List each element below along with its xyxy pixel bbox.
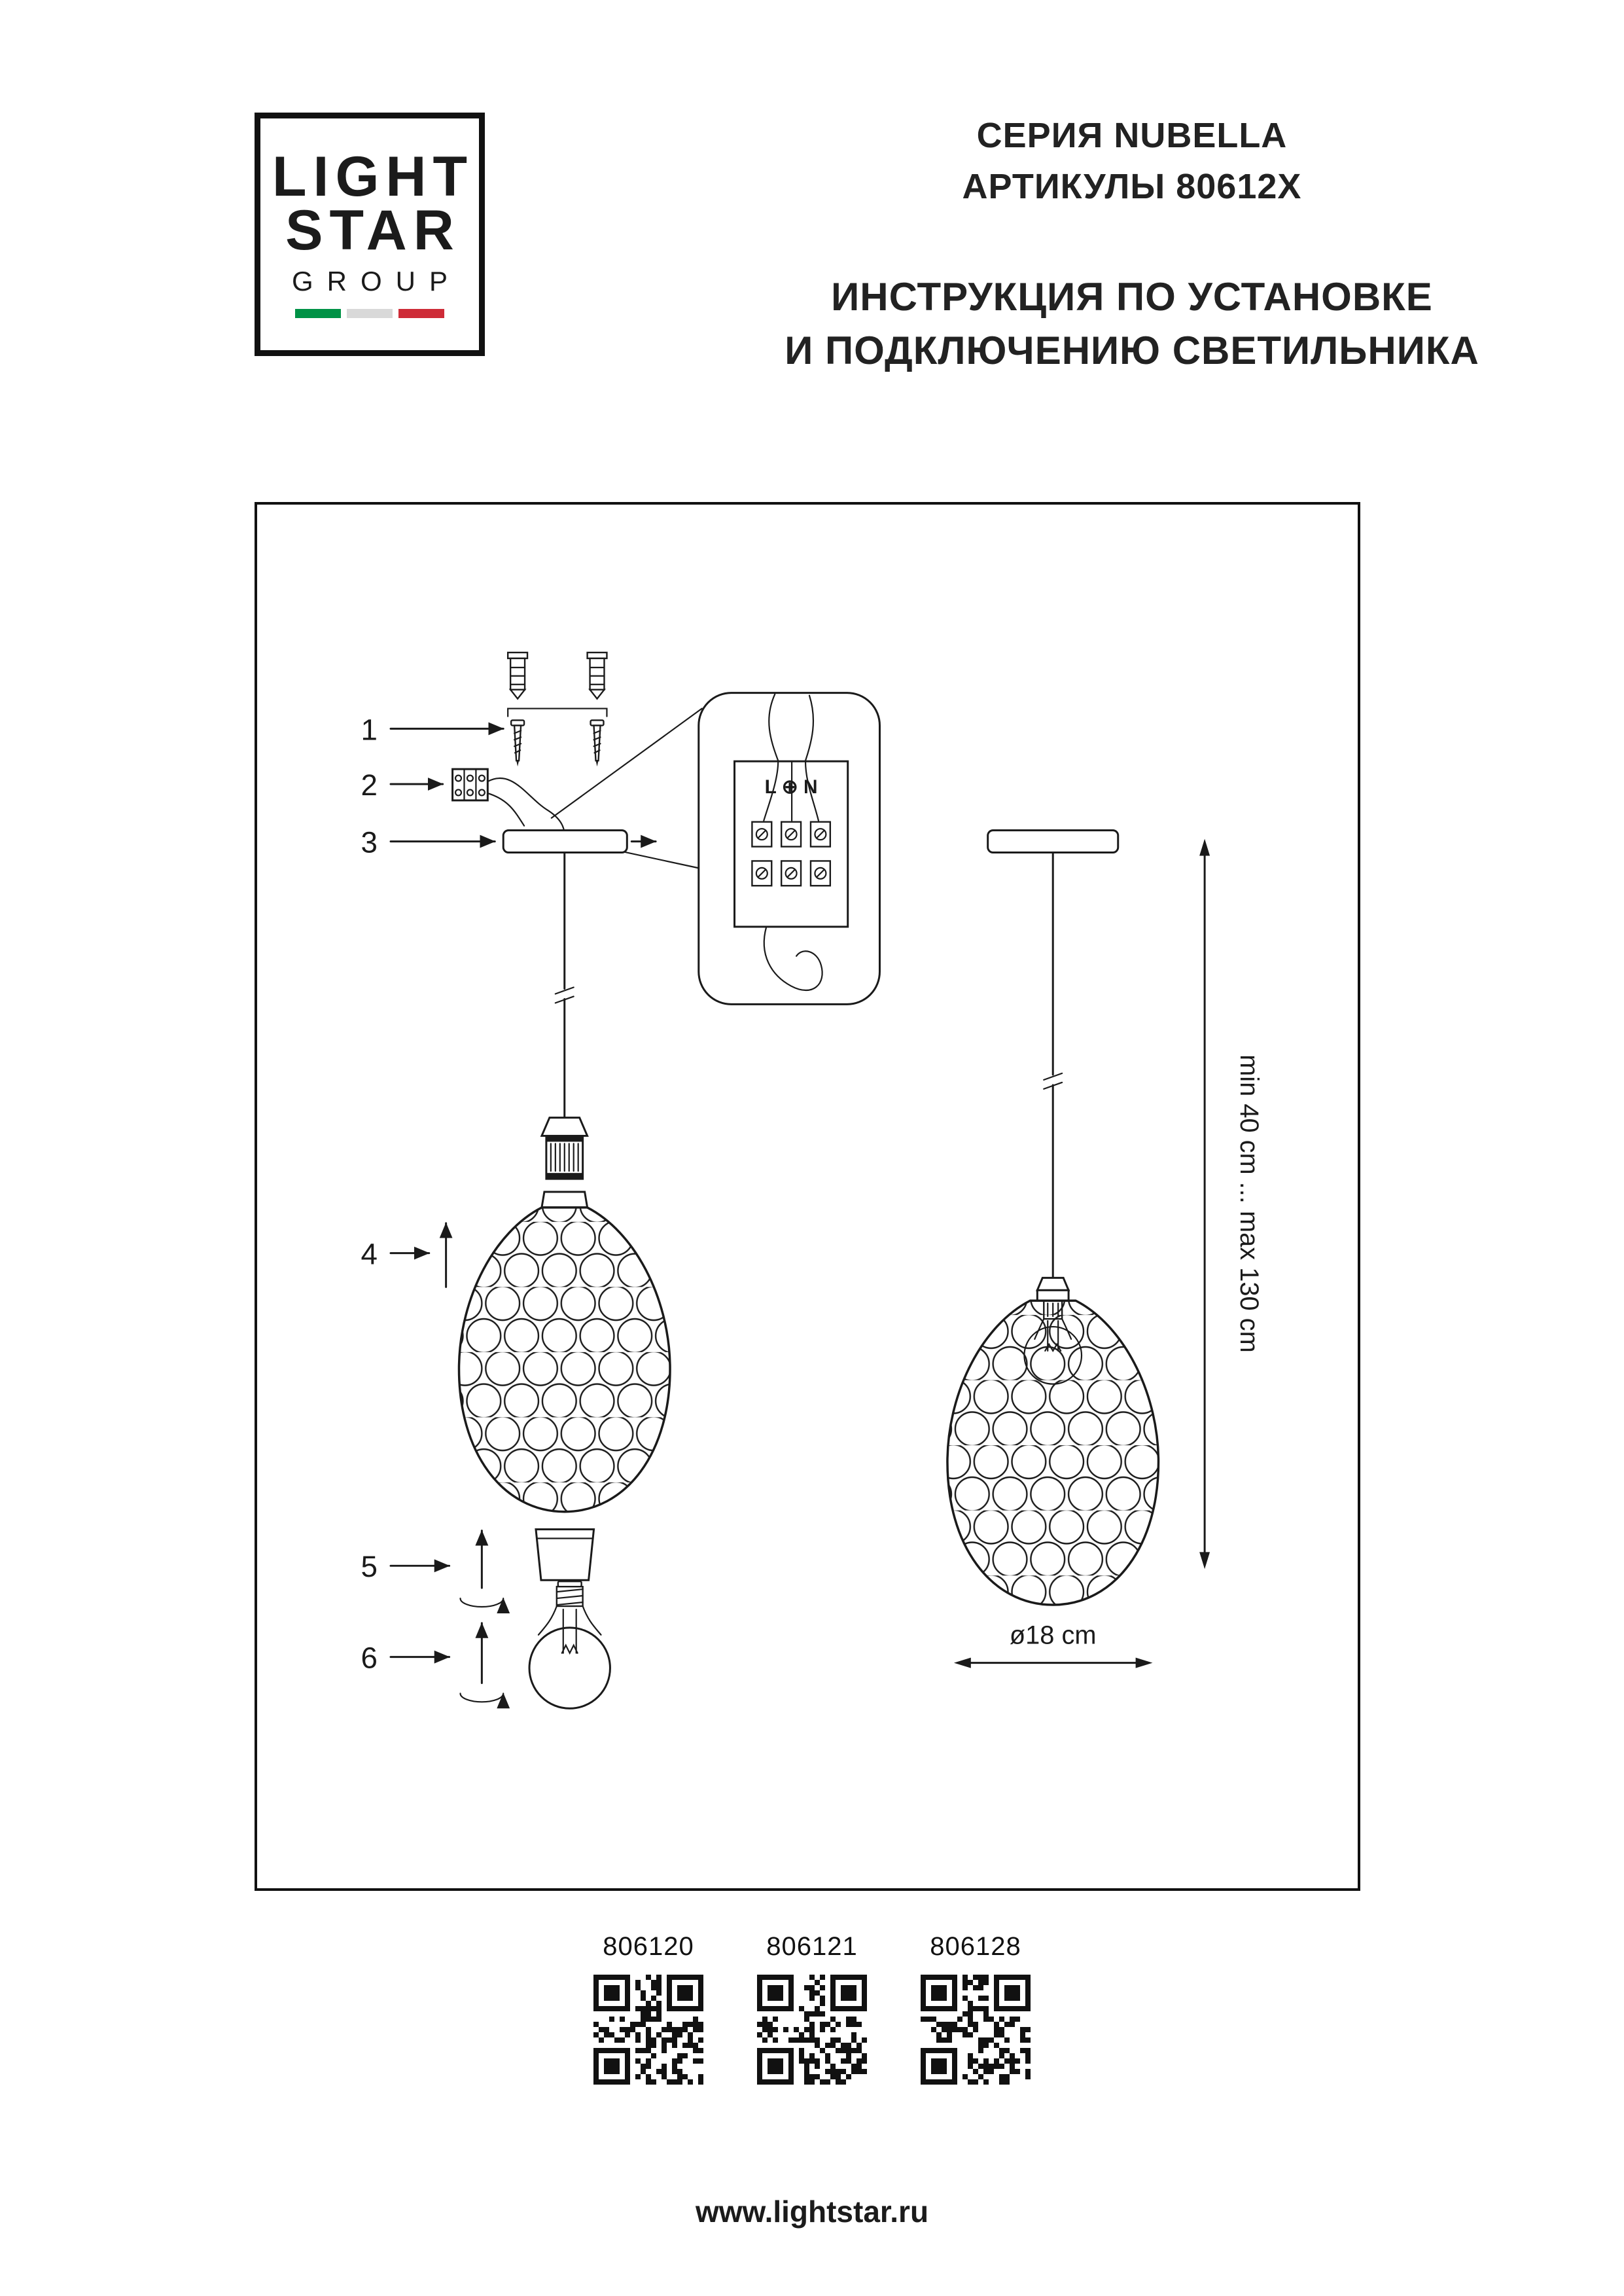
logo-flag bbox=[295, 308, 444, 318]
qr-item: 806128 bbox=[921, 1932, 1031, 2085]
logo-word-light: LIGHT bbox=[272, 145, 474, 209]
cable-break-mark bbox=[554, 986, 574, 1004]
qr-article-number: 806128 bbox=[930, 1932, 1021, 1961]
anchor-spacing-bracket bbox=[507, 708, 608, 717]
bulb-rotate-arrow bbox=[459, 1693, 510, 1709]
step-3-number: 3 bbox=[361, 825, 377, 859]
dimension-horizontal: ø18 cm bbox=[953, 1621, 1153, 1668]
step-2-number: 2 bbox=[361, 768, 377, 802]
shade-glass bbox=[457, 1206, 671, 1513]
suspension-cable bbox=[554, 852, 574, 1119]
callout-wires-top bbox=[768, 693, 815, 762]
dimension-vertical-label: min 40 cm ... max 130 cm bbox=[1235, 1054, 1263, 1353]
step-4-number: 4 bbox=[361, 1238, 377, 1271]
instruction-title: ИНСТРУКЦИЯ ПО УСТАНОВКЕ И ПОДКЛЮЧЕНИЮ СВ… bbox=[667, 270, 1597, 379]
instruction-title-line2: И ПОДКЛЮЧЕНИЮ СВЕТИЛЬНИКА bbox=[785, 329, 1479, 373]
ring-rotate-arrow bbox=[459, 1597, 510, 1614]
logo-word-star: STAR bbox=[285, 199, 461, 262]
qr-code bbox=[593, 1975, 703, 2085]
flag-red-segment bbox=[398, 308, 444, 318]
series-name: СЕРИЯ NUBELLA bbox=[976, 116, 1288, 155]
bulb-icon bbox=[459, 1581, 611, 1710]
lightstar-logo: LIGHT STAR GROUP bbox=[255, 113, 485, 356]
retaining-ring-icon bbox=[459, 1528, 595, 1614]
footer-url: www.lightstar.ru bbox=[695, 2195, 929, 2229]
assembled-collar bbox=[1036, 1289, 1070, 1302]
qr-item: 806120 bbox=[593, 1932, 703, 2085]
mains-wire-2 bbox=[487, 792, 525, 827]
qr-code bbox=[921, 1975, 1031, 2085]
assembled-cable-break bbox=[1043, 1072, 1063, 1090]
articles-line: АРТИКУЛЫ 80612X bbox=[962, 167, 1302, 207]
header: СЕРИЯ NUBELLA АРТИКУЛЫ 80612X ИНСТРУКЦИЯ… bbox=[667, 110, 1597, 378]
step-6-number: 6 bbox=[361, 1641, 377, 1675]
shade-collar bbox=[540, 1191, 589, 1209]
assembled-lamp bbox=[946, 829, 1160, 1606]
ceiling-canopy-icon bbox=[502, 829, 657, 853]
qr-article-number: 806121 bbox=[766, 1932, 858, 1961]
assembled-canopy bbox=[987, 829, 1120, 853]
logo-word-group: GROUP bbox=[291, 265, 461, 296]
flag-green-segment bbox=[295, 308, 341, 318]
assembled-flare bbox=[1036, 1276, 1070, 1291]
screws-icon bbox=[510, 719, 605, 767]
step-1-number: 1 bbox=[361, 713, 377, 746]
step-5-number: 5 bbox=[361, 1550, 377, 1583]
dimension-horizontal-label: ø18 cm bbox=[1010, 1621, 1097, 1650]
qr-item: 806121 bbox=[757, 1932, 867, 2085]
callout-wire-bottom bbox=[763, 925, 823, 991]
assembled-shade-glass bbox=[946, 1299, 1160, 1606]
dimension-vertical: min 40 cm ... max 130 cm bbox=[1199, 838, 1263, 1570]
qr-code bbox=[757, 1975, 867, 2085]
qr-article-number: 806120 bbox=[603, 1932, 694, 1961]
instruction-title-line1: ИНСТРУКЦИЯ ПО УСТАНОВКЕ bbox=[831, 274, 1433, 319]
bulb-neck bbox=[537, 1605, 602, 1636]
callout-wires-inside bbox=[763, 761, 820, 821]
wall-anchors-icon bbox=[506, 651, 608, 717]
assembly-diagram: 1 2 3 4 5 6 bbox=[361, 651, 1263, 1710]
flag-white-segment bbox=[347, 308, 393, 318]
step-labels: 1 2 3 4 5 6 bbox=[361, 713, 504, 1675]
wiring-detail-callout: L ⊕ N bbox=[697, 692, 881, 1005]
bulb-glass bbox=[528, 1626, 611, 1710]
assembly-diagram-frame: 1 2 3 4 5 6 bbox=[255, 502, 1360, 1891]
lamp-holder-icon bbox=[540, 1117, 589, 1180]
shade-icon bbox=[439, 1191, 671, 1513]
terminal-screws bbox=[751, 821, 832, 887]
qr-code-row: 806120 806121 806128 bbox=[0, 1932, 1624, 2085]
bulb-filament bbox=[561, 1608, 578, 1655]
